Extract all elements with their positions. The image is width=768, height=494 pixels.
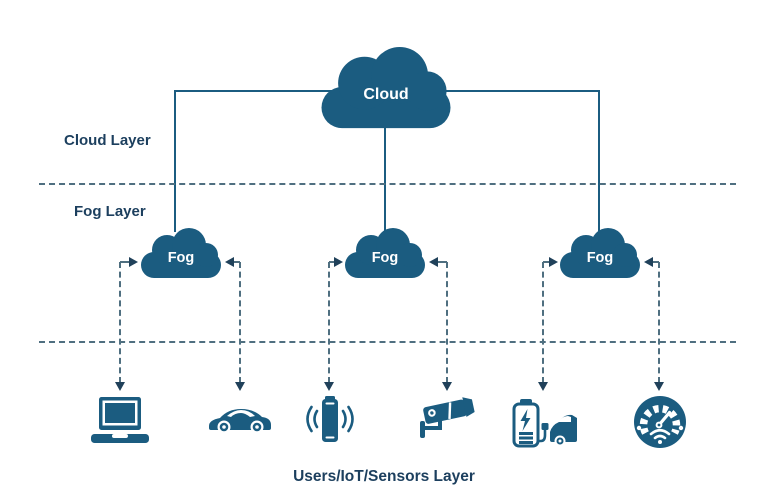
- connector-cloud-to-fog2: [384, 128, 386, 232]
- fog-node-label: Fog: [371, 249, 399, 266]
- dashed-stub: [329, 261, 335, 263]
- arrow-to-smartphone-icon: [324, 382, 334, 391]
- devices-layer-label: Users/IoT/Sensors Layer: [293, 468, 475, 485]
- car-icon: [205, 402, 275, 436]
- dashed-stub: [543, 261, 550, 263]
- surveillance-camera-icon: [416, 394, 478, 446]
- dashed-stub: [652, 261, 659, 263]
- separator-cloud-fog: [39, 183, 736, 185]
- arrow-to-gauge-icon: [654, 382, 664, 391]
- dashed-link-fog3-ev: [542, 262, 544, 383]
- dashed-stub: [120, 261, 130, 263]
- arrow-into-fog1-right-icon: [225, 257, 234, 267]
- fog-layer-label: Fog Layer: [74, 203, 146, 220]
- arrow-into-fog2-right-icon: [429, 257, 438, 267]
- fog-node-label: Fog: [167, 249, 195, 266]
- arrow-to-camera-icon: [442, 382, 452, 391]
- dashed-stub: [437, 261, 447, 263]
- arrow-into-fog2-left-icon: [334, 257, 343, 267]
- ev-charging-station-icon: [509, 394, 577, 450]
- dashed-stub: [233, 261, 240, 263]
- fog-node-1: Fog: [139, 228, 223, 280]
- separator-fog-devices: [39, 341, 736, 343]
- dashed-link-fog2-camera: [446, 262, 448, 383]
- cloud-layer-label: Cloud Layer: [64, 132, 151, 149]
- cloud-icon: [321, 46, 451, 129]
- arrow-to-car-icon: [235, 382, 245, 391]
- smartphone-icon: [304, 394, 356, 448]
- connector-cloud-to-fog3: [598, 90, 600, 232]
- arrow-into-fog3-right-icon: [644, 257, 653, 267]
- arrow-to-laptop-icon: [115, 382, 125, 391]
- laptop-icon: [90, 394, 150, 448]
- dashed-link-fog1-laptop: [119, 262, 121, 383]
- arrow-into-fog3-left-icon: [549, 257, 558, 267]
- fog-node-3: Fog: [558, 228, 642, 280]
- fog-node-2: Fog: [343, 228, 427, 280]
- fog-node-label: Fog: [586, 249, 614, 266]
- fog-icon: [560, 228, 640, 278]
- dashed-link-fog2-smartphone: [328, 262, 330, 383]
- arrow-to-ev-icon: [538, 382, 548, 391]
- cloud-node-label: Cloud: [363, 86, 409, 103]
- fog-icon: [141, 228, 221, 278]
- fog-icon: [345, 228, 425, 278]
- arrow-into-fog1-left-icon: [129, 257, 138, 267]
- dashed-link-fog1-car: [239, 262, 241, 383]
- smart-meter-gauge-icon: [632, 394, 688, 450]
- dashed-link-fog3-gauge: [658, 262, 660, 383]
- cloud-node: Cloud: [317, 46, 455, 132]
- connector-cloud-to-fog1: [174, 90, 176, 232]
